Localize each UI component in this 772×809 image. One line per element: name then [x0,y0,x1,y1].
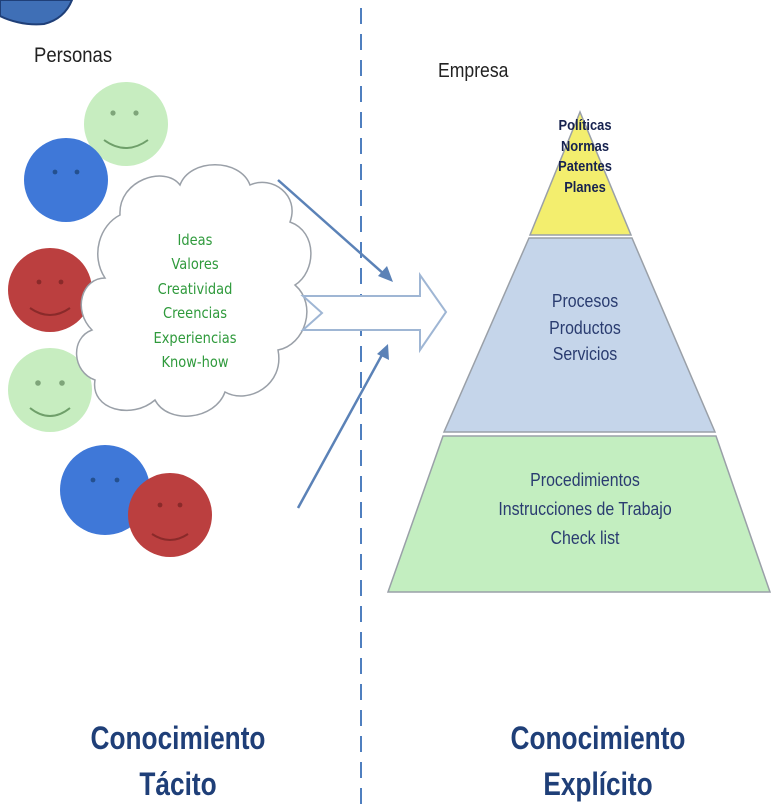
cloud-item: Experiencias [153,328,237,347]
face-red-left [8,248,92,332]
pyramid-bottom-item: Check list [550,527,620,548]
face-red-bottom [128,473,212,557]
pyramid-bottom-list: Procedimientos Instrucciones de Trabajo … [460,465,710,552]
explicit-knowledge-title: Conocimiento Explícito [468,715,728,807]
pyramid-top-list: Políticas Normas Patentes Planes [540,116,630,198]
pyramid-bottom-item: Instrucciones de Trabajo [498,498,672,519]
transfer-arrow [300,271,448,354]
cloud-item-list: Ideas Valores Creatividad Creencias Expe… [120,228,270,374]
explicit-title-line1: Conocimiento [510,720,686,756]
face-blue-bottom [60,445,150,535]
persons-label: Personas [34,44,113,67]
pyramid-middle-section [442,237,717,433]
company-label: Empresa [438,60,509,82]
explicit-title-line2: Explícito [543,766,653,802]
cloud-item: Ideas [177,231,213,249]
pyramid-middle-item: Servicios [552,343,618,364]
cloud-item: Know-how [161,353,229,372]
face-green-bottom [8,348,92,432]
pyramid-top-item: Normas [560,137,610,155]
face-green-top [84,82,168,166]
tacit-title-line2: Tácito [139,766,217,802]
corner-decoration [0,0,74,26]
pyramid-top-item: Patentes [558,158,612,175]
pyramid-bottom-section [386,435,772,593]
pyramid-middle-item: Procesos [551,290,619,311]
pyramid-top-section [528,110,633,236]
pyramid-middle-item: Productos [549,316,621,338]
cloud-item: Creencias [163,304,227,323]
cloud-item: Creatividad [157,279,233,298]
pyramid-top-item: Planes [564,178,606,196]
pyramid-bottom-item: Procedimientos [530,469,640,490]
face-blue-left [24,138,108,222]
arrow-lower [296,344,389,509]
cloud-item: Valores [171,255,219,274]
pyramid-middle-list: Procesos Productos Servicios [495,288,675,368]
tacit-title-line1: Conocimiento [90,720,266,756]
pyramid-top-item: Políticas [558,117,612,134]
arrow-upper [277,179,393,282]
tacit-knowledge-title: Conocimiento Tácito [48,715,308,807]
ideas-cloud [75,164,312,417]
